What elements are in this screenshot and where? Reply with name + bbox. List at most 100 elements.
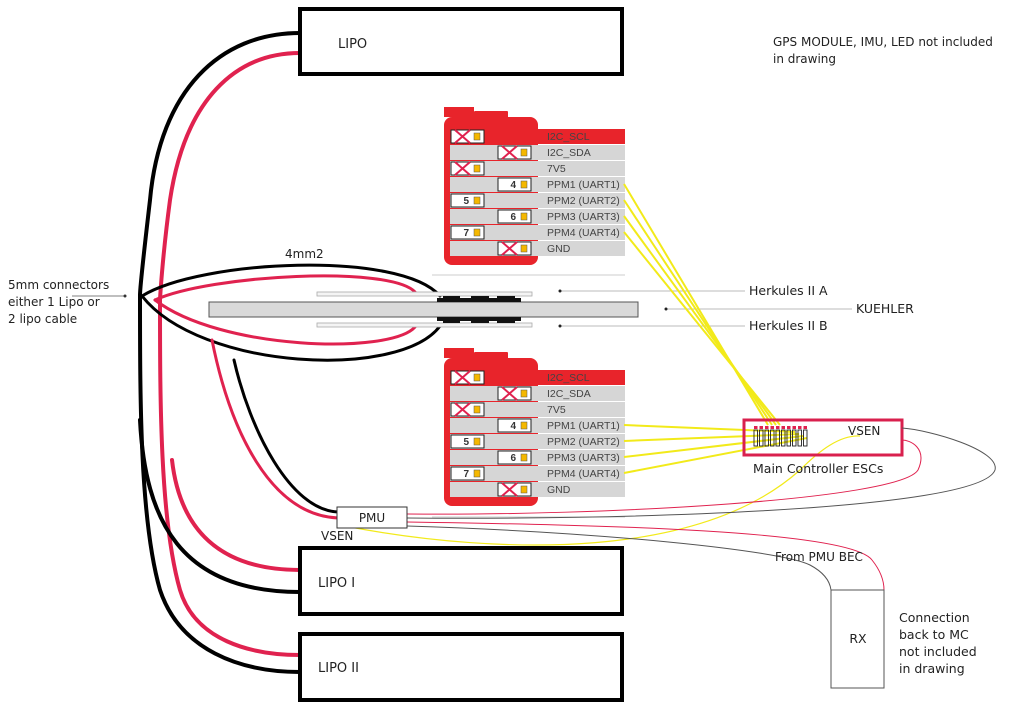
kuehler-heatsink	[208, 301, 639, 318]
esc-pin	[781, 429, 786, 447]
esc-pin	[803, 429, 808, 447]
esc-pin-signal	[781, 426, 785, 429]
pin-number: 7	[463, 469, 469, 480]
chip-bottom-3	[497, 318, 515, 323]
battery-lipo-top: LIPO	[298, 7, 624, 76]
pin-row-bg	[450, 466, 625, 481]
wire-lipo-top-red	[158, 51, 302, 302]
esc-pin	[770, 429, 775, 447]
pin-disconnected-x-icon	[454, 402, 471, 417]
pin-label: 7V5	[547, 163, 566, 175]
note-line-2: in drawing	[773, 52, 836, 66]
wire-gauge-label: 4mm2	[285, 247, 324, 261]
pin-row-bg	[450, 177, 625, 192]
pin-row-bg	[450, 145, 625, 160]
pin-row-bg	[450, 402, 625, 417]
esc-pin-signal	[770, 426, 774, 429]
arrow-head-dot	[123, 294, 127, 298]
lipo-1-label: LIPO I	[318, 576, 355, 591]
pin-row-bg	[450, 225, 625, 240]
wire-lipo1-black	[138, 418, 302, 594]
herkules-b-board	[316, 322, 533, 328]
rx-note-line-2: back to MC	[899, 627, 969, 642]
connector-pin-row: 7 PPM4 (UART4)	[450, 466, 625, 481]
pin-label: I2C_SCL	[547, 372, 590, 384]
wire-pmu-black	[232, 358, 340, 514]
chip-top-1	[443, 296, 460, 301]
pin-contact	[520, 421, 528, 430]
connector-pin-row: I2C_SCL	[450, 370, 625, 385]
wire-trunk-black	[138, 293, 302, 674]
main-controller: VSEN Main Controller ESCs	[742, 418, 904, 476]
pin-number: 4	[510, 421, 516, 432]
wire-trunk-red	[158, 298, 302, 657]
pin-disconnected-x-icon	[501, 482, 518, 497]
pin-row-bg	[450, 418, 625, 433]
pin-row-bg	[450, 482, 625, 497]
chip-top-2	[471, 296, 489, 301]
pmu-module: PMU VSEN	[321, 506, 408, 543]
pin-label: PPM1 (UART1)	[547, 420, 620, 432]
pin-row-bg	[450, 241, 625, 256]
signal-wire-b3	[623, 435, 804, 458]
pin-contact	[473, 164, 481, 173]
battery-lipo-2: LIPO II	[298, 632, 624, 702]
connector-pin-row: 7V5	[450, 402, 625, 417]
note-not-included: GPS MODULE, IMU, LED not included in dra…	[773, 35, 993, 66]
wire-4mm2-red-top	[153, 274, 417, 302]
ppm-signal-wires	[349, 183, 861, 546]
pin-label: PPM4 (UART4)	[547, 468, 620, 480]
pin-contact	[520, 212, 528, 221]
esc-pin	[792, 429, 797, 447]
wire-4mm2-black-bottom	[140, 294, 442, 362]
herkules-a-label: Herkules II A	[749, 283, 828, 298]
rx-note-line-3: not included	[899, 644, 977, 659]
pin-disconnected-x-icon	[501, 241, 518, 256]
esc-pin-signal	[776, 426, 780, 429]
pin-contact	[520, 485, 528, 494]
esc-pin-signal	[759, 426, 763, 429]
rx-note: Connection back to MC not included in dr…	[899, 610, 977, 676]
pin-number: 6	[510, 212, 516, 223]
signal-wire-b4	[623, 437, 808, 474]
bec-label: From PMU BEC	[775, 550, 863, 564]
connector-pin-row: I2C_SDA	[450, 145, 625, 160]
note-line-1: GPS MODULE, IMU, LED not included	[773, 35, 993, 49]
chip-bottom-2	[471, 318, 489, 323]
cooler-stack	[208, 291, 639, 328]
connector-pin-row: GND	[450, 482, 625, 497]
connector-note-line-3: 2 lipo cable	[8, 312, 77, 326]
wire-4mm2-red-bottom	[153, 298, 417, 346]
pin-disconnected-x-icon	[501, 386, 518, 401]
pin-label: PPM3 (UART3)	[547, 452, 620, 464]
pin-label: PPM2 (UART2)	[547, 195, 620, 207]
main-controller-caption: Main Controller ESCs	[753, 461, 883, 476]
rx-label: RX	[849, 631, 867, 646]
connector-pin-row: I2C_SCL	[450, 129, 625, 144]
signal-wire-a4	[623, 231, 781, 426]
herkules-a-board	[316, 291, 533, 297]
esc-pin-header	[753, 426, 808, 447]
signal-wire-a2	[623, 199, 773, 426]
pin-row-bg	[450, 161, 625, 176]
connector-latch	[444, 348, 474, 358]
pin-number: 4	[510, 180, 516, 191]
chip-top-3	[497, 296, 515, 301]
pin-row-bg	[450, 386, 625, 401]
esc-pin	[775, 429, 780, 447]
pin-contact	[473, 228, 481, 237]
signal-wire-b1	[623, 424, 796, 433]
pin-row-bg	[450, 370, 625, 385]
pin-disconnected-x-icon	[454, 370, 471, 385]
connector-note-line-2: either 1 Lipo or	[8, 295, 100, 309]
esc-pin	[764, 429, 769, 447]
battery-lipo-1: LIPO I	[298, 546, 624, 616]
chip-bottom-1	[443, 318, 460, 323]
cooler-leaders	[558, 289, 852, 328]
pin-label: GND	[547, 484, 571, 496]
herkules-b-label: Herkules II B	[749, 318, 828, 333]
pin-label: PPM4 (UART4)	[547, 227, 620, 239]
